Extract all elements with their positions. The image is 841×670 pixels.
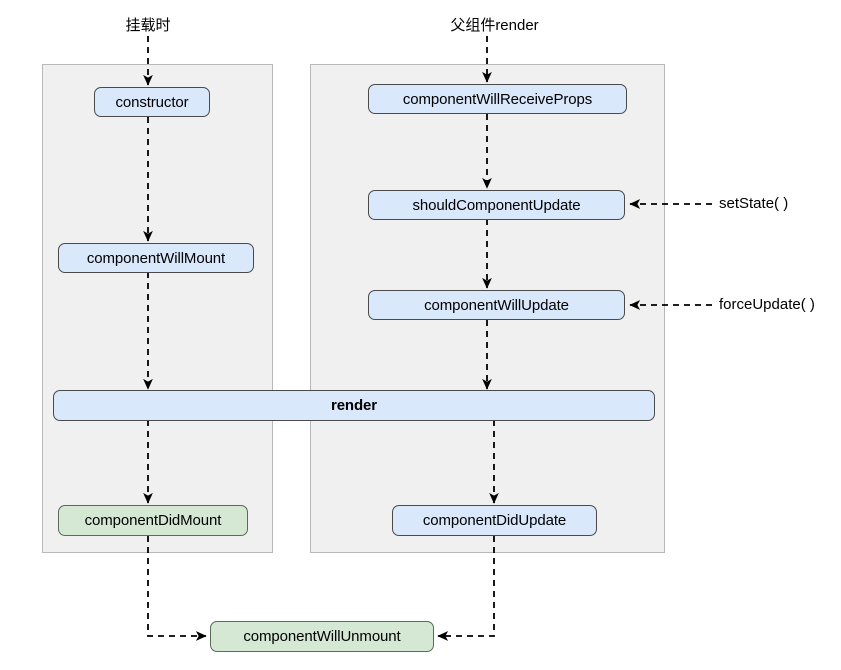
node-component-will-unmount[interactable]: componentWillUnmount	[210, 621, 434, 652]
label-force-update: forceUpdate( )	[719, 296, 815, 313]
node-component-will-mount[interactable]: componentWillMount	[58, 243, 254, 273]
node-component-will-receive-props[interactable]: componentWillReceiveProps	[368, 84, 627, 114]
label-set-state: setState( )	[719, 195, 789, 212]
node-component-did-mount[interactable]: componentDidMount	[58, 505, 248, 536]
node-component-did-update[interactable]: componentDidUpdate	[392, 505, 597, 536]
node-render[interactable]: render	[53, 390, 655, 421]
node-should-component-update[interactable]: shouldComponentUpdate	[368, 190, 625, 220]
mounting-phase-title: 挂载时	[125, 17, 171, 34]
node-component-will-update[interactable]: componentWillUpdate	[368, 290, 625, 320]
node-constructor[interactable]: constructor	[94, 87, 210, 117]
updating-phase-title: 父组件render	[450, 17, 539, 34]
mounting-phase-panel	[42, 64, 273, 553]
